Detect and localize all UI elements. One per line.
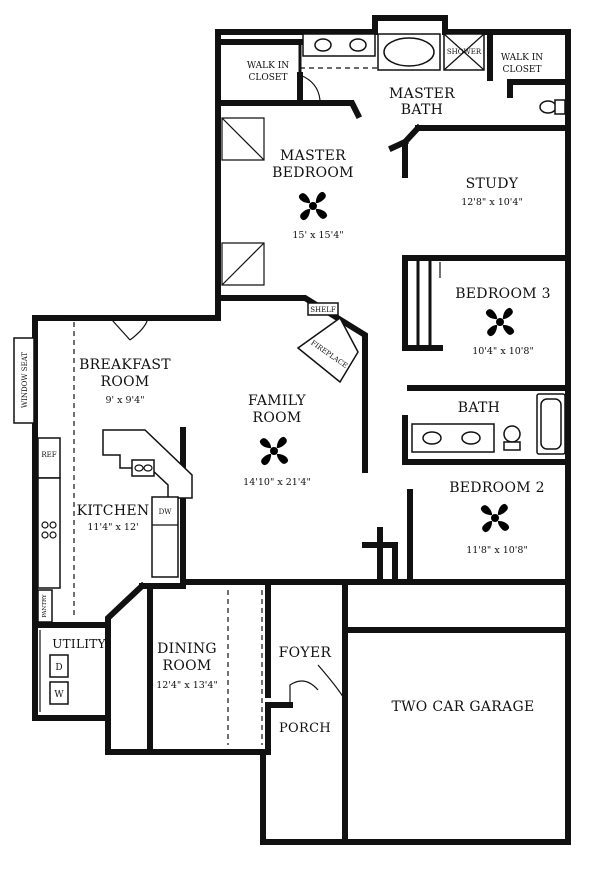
master-bedroom-label-1: MASTER (280, 148, 346, 164)
shelf-label: SHELF (310, 306, 336, 314)
walk-in-closet-left-2: CLOSET (249, 73, 288, 83)
family-label-2: ROOM (252, 410, 301, 426)
utility-label: UTILITY (52, 637, 106, 651)
bedroom2-label: BEDROOM 2 (449, 480, 545, 496)
kitchen-counter (37, 437, 61, 623)
dw-label: DW (159, 508, 173, 516)
dining-label-1: DINING (157, 641, 217, 657)
window-seat-box (13, 337, 35, 424)
kitchen-label: KITCHEN (77, 503, 150, 519)
interior-walls (35, 29, 571, 845)
fan-master-bedroom (297, 190, 329, 222)
exterior-walls (32, 15, 571, 845)
dashed-lines (73, 67, 440, 745)
master-bedroom-dim: 15' x 15'4" (292, 230, 343, 241)
study-dim: 12'8" x 10'4" (461, 197, 523, 208)
foyer-label: FOYER (279, 645, 332, 661)
windows (33, 150, 569, 753)
ref-label: REF (41, 451, 56, 459)
shower-label: SHOWER (447, 48, 482, 56)
bedroom2-dim: 11'8" x 10'8" (466, 545, 528, 556)
master-bedroom-label-2: BEDROOM (272, 165, 354, 181)
breakfast-dim: 9' x 9'4" (105, 395, 144, 406)
kitchen-dim: 11'4" x 12' (87, 522, 138, 533)
kitchen-island (102, 429, 193, 578)
walk-in-closet-right-2: CLOSET (503, 65, 542, 75)
dining-dim: 12'4" x 13'4" (156, 680, 218, 691)
dining-label-2: ROOM (162, 658, 211, 674)
dryer-label: D (55, 663, 62, 673)
family-dim: 14'10" x 21'4" (243, 477, 311, 488)
breakfast-label-2: ROOM (100, 374, 149, 390)
fan-bedroom3 (484, 306, 516, 338)
bath-fixtures (411, 393, 566, 455)
bedroom3-dim: 10'4" x 10'8" (472, 346, 534, 357)
closet-door-swings (221, 117, 265, 286)
fan-family (258, 435, 290, 467)
utility-appliances (39, 630, 69, 712)
window-seat-label: WINDOW SEAT (21, 352, 29, 408)
pantry-label: PANTRY (42, 594, 48, 618)
breakfast-label-1: BREAKFAST (79, 357, 171, 373)
door-swings (107, 317, 346, 705)
master-bath-label-1: MASTER (389, 86, 455, 102)
bedroom3-label: BEDROOM 3 (455, 286, 551, 302)
family-label-1: FAMILY (248, 393, 306, 409)
washer-label: W (54, 690, 64, 700)
master-bath-fixtures (302, 33, 566, 115)
walk-in-closet-right-1: WALK IN (501, 53, 543, 63)
walk-in-closet-left-1: WALK IN (247, 61, 289, 71)
porch-label: PORCH (279, 721, 331, 736)
master-bath-label-2: BATH (401, 102, 443, 118)
bath-label: BATH (458, 400, 500, 416)
master-bath-door-arc (299, 74, 321, 101)
garage-label: TWO CAR GARAGE (391, 699, 534, 715)
fan-bedroom2 (479, 502, 511, 534)
study-label: STUDY (466, 176, 519, 192)
fireplace-fixture (296, 302, 359, 384)
